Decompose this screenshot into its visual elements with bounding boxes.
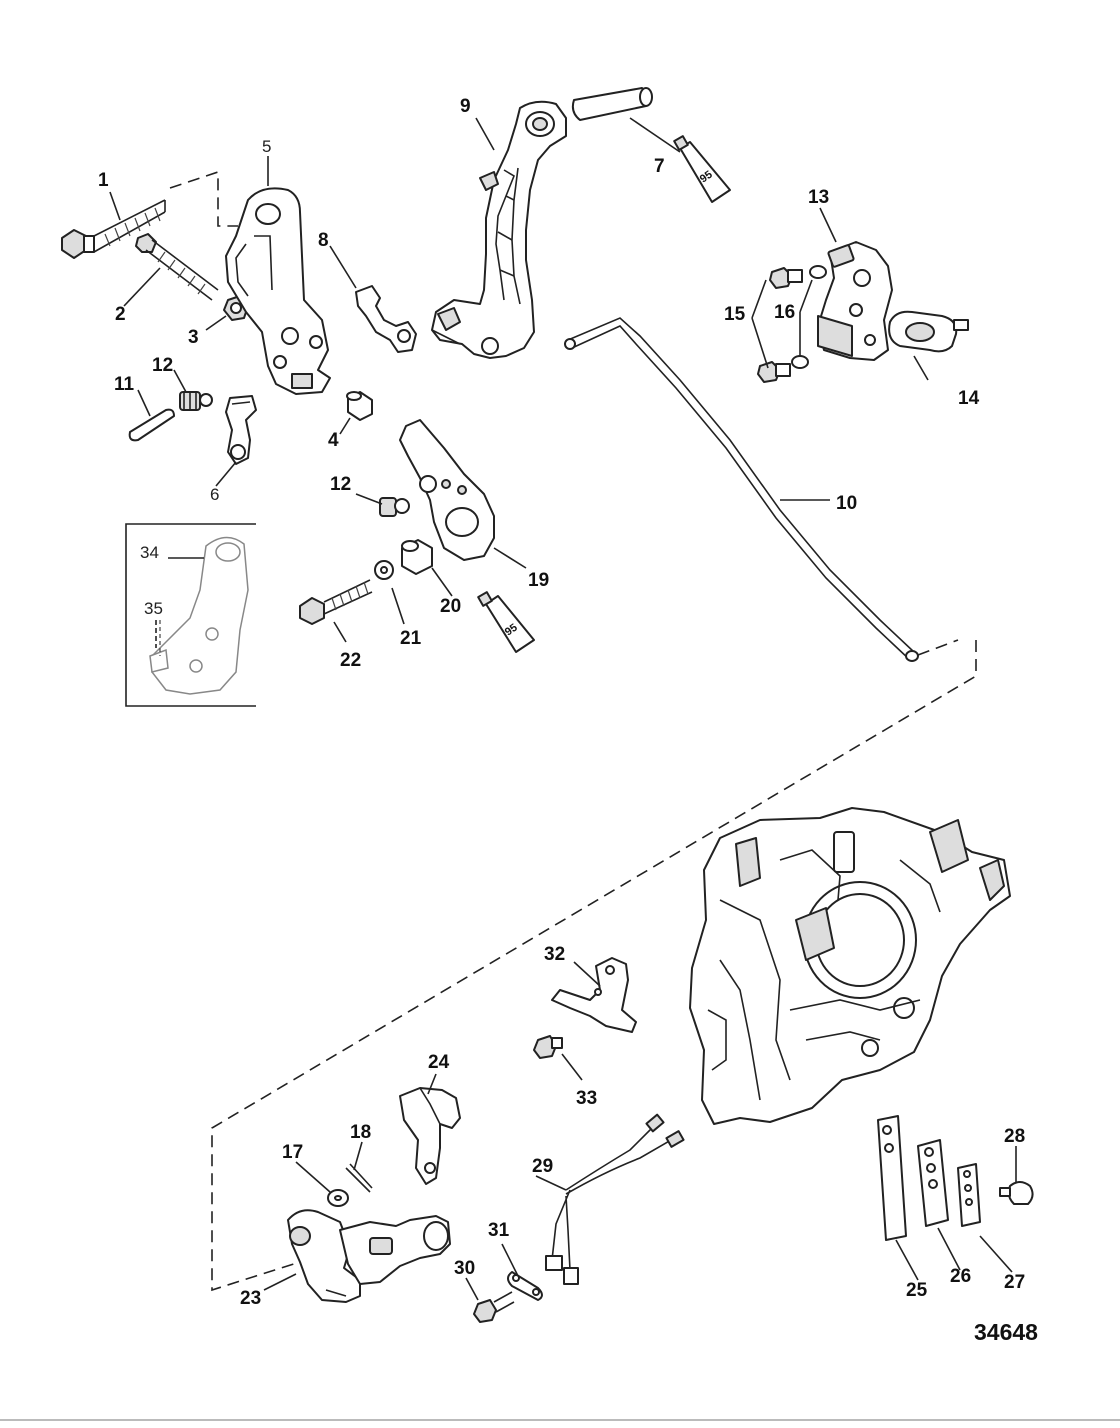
part-10-link-rod (564, 317, 919, 662)
callout-25: 25 (906, 1280, 928, 1301)
callout-16: 16 (774, 302, 795, 323)
tube-label-7: 95 (698, 169, 715, 186)
inset-detail-box (125, 523, 256, 707)
part-8-link-rod (355, 285, 417, 353)
part-20-tube-95: 95 (477, 591, 535, 653)
callout-32: 32 (544, 944, 565, 965)
dashed-assembly-line-top (169, 170, 238, 227)
part-33-screw (533, 1035, 563, 1059)
callout-23: 23 (240, 1288, 261, 1309)
part-2-bolt (135, 233, 219, 301)
part-29-wire-harness (545, 1113, 685, 1285)
callout-10: 10 (836, 493, 857, 514)
part-4-sleeve (346, 391, 373, 421)
part-32-bracket (551, 957, 637, 1033)
callout-18: 18 (350, 1122, 371, 1143)
part-23-throttle-arm (287, 1209, 451, 1303)
part-15-screw-lower (757, 361, 791, 383)
part-20-sleeve (401, 539, 433, 575)
callout-24: 24 (428, 1052, 450, 1073)
callout-21: 21 (400, 628, 422, 649)
dashed-line-rod-end (917, 639, 959, 656)
part-11-pin (128, 408, 175, 442)
part-7-sleeve (571, 87, 653, 121)
callout-12-lower: 12 (330, 474, 351, 495)
part-24-link (399, 1087, 461, 1185)
leader-lines (109, 117, 1017, 1301)
part-9-throttle-cam-bracket (431, 100, 567, 359)
part-25-plate (877, 1115, 907, 1241)
callout-9: 9 (460, 96, 471, 117)
callout-33: 33 (576, 1088, 597, 1109)
callout-30: 30 (454, 1258, 475, 1279)
callout-20: 20 (440, 596, 461, 617)
callout-1: 1 (98, 170, 109, 191)
part-7-tube-95: 95 (673, 135, 731, 203)
part-22-bolt (299, 579, 373, 625)
callout-15: 15 (724, 304, 746, 325)
callout-8: 8 (318, 230, 329, 251)
part-6-link (225, 395, 257, 465)
callout-17: 17 (282, 1142, 303, 1163)
callout-35: 35 (144, 599, 163, 618)
part-18-cotter-pin (345, 1163, 373, 1193)
adapter-plate-housing (689, 807, 1011, 1125)
callout-12-upper: 12 (152, 355, 173, 376)
callout-34: 34 (140, 543, 159, 562)
part-28-screw (999, 1181, 1034, 1205)
part-13-bracket (817, 241, 893, 361)
callout-3: 3 (188, 327, 199, 348)
callout-4: 4 (328, 430, 339, 451)
part-17-washer (327, 1189, 349, 1207)
part-19-throttle-cam (399, 419, 495, 561)
part-26-plate (917, 1139, 949, 1227)
part-16-spacer-upper (809, 265, 827, 279)
callout-27: 27 (1004, 1272, 1025, 1293)
part-16-spacer-lower (791, 355, 809, 369)
callout-labels: 1 2 3 4 5 6 7 8 9 10 11 12 13 14 15 16 1… (98, 96, 1025, 1309)
callout-5: 5 (262, 137, 271, 156)
callout-11: 11 (114, 374, 135, 395)
callout-31: 31 (488, 1220, 510, 1241)
callout-29: 29 (532, 1156, 553, 1177)
callout-26: 26 (950, 1266, 971, 1287)
callout-22: 22 (340, 650, 361, 671)
callout-7: 7 (654, 156, 665, 177)
callout-19: 19 (528, 570, 549, 591)
part-12-ball-joint-upper (179, 391, 213, 411)
callout-14: 14 (958, 388, 980, 409)
part-1-bolt (61, 199, 166, 259)
part-21-washer (374, 560, 394, 580)
callout-2: 2 (115, 304, 126, 325)
callout-6: 6 (210, 485, 219, 504)
part-14-plate (888, 310, 969, 353)
part-12-ball-joint-lower (379, 497, 410, 517)
part-27-plate (957, 1163, 981, 1227)
diagram-reference-number: 34648 (974, 1319, 1038, 1345)
part-5-throttle-lever (225, 187, 331, 395)
dashed-assembly-line-long (211, 640, 977, 1292)
part-15-screw-upper (769, 267, 803, 289)
part-30-screw (473, 1291, 515, 1323)
tube-label-20: 95 (503, 622, 520, 639)
callout-13: 13 (808, 187, 829, 208)
part-31-plate (507, 1271, 543, 1301)
callout-28: 28 (1004, 1126, 1025, 1147)
